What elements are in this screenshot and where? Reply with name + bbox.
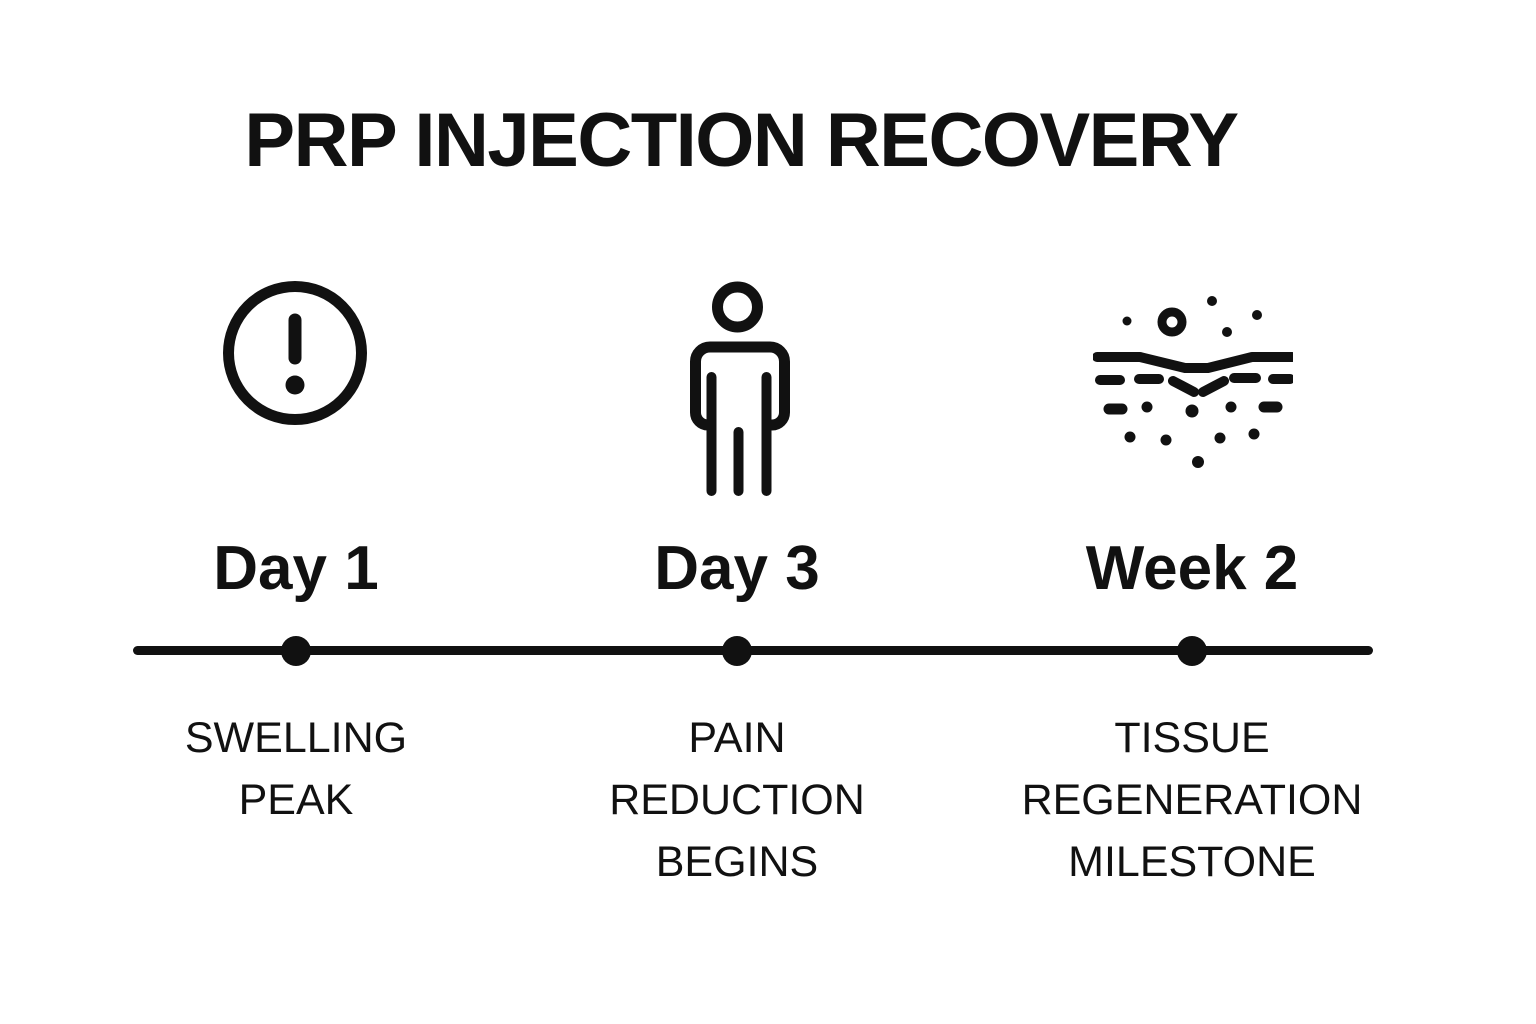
milestone-1-description: SWELLING PEAK [184,714,408,824]
person-icon [682,280,792,500]
timeline-marker-day-3 [722,636,752,666]
page-title: PRP INJECTION RECOVERY [244,98,1239,183]
milestone-1-time-label: Day 1 [213,534,379,603]
milestone-3-time-label: Week 2 [1085,534,1299,603]
milestone-2-description: PAIN REDUCTION BEGINS [609,714,865,886]
milestone-2-time-label: Day 3 [654,534,820,603]
milestone-3-description: TISSUE REGENERATION MILESTONE [1021,714,1363,886]
timeline-marker-week-2 [1177,636,1207,666]
timeline-marker-day-1 [281,636,311,666]
exclamation-circle-icon [215,273,375,433]
tissue-regeneration-icon [1093,290,1293,470]
timeline-line [133,646,1373,655]
